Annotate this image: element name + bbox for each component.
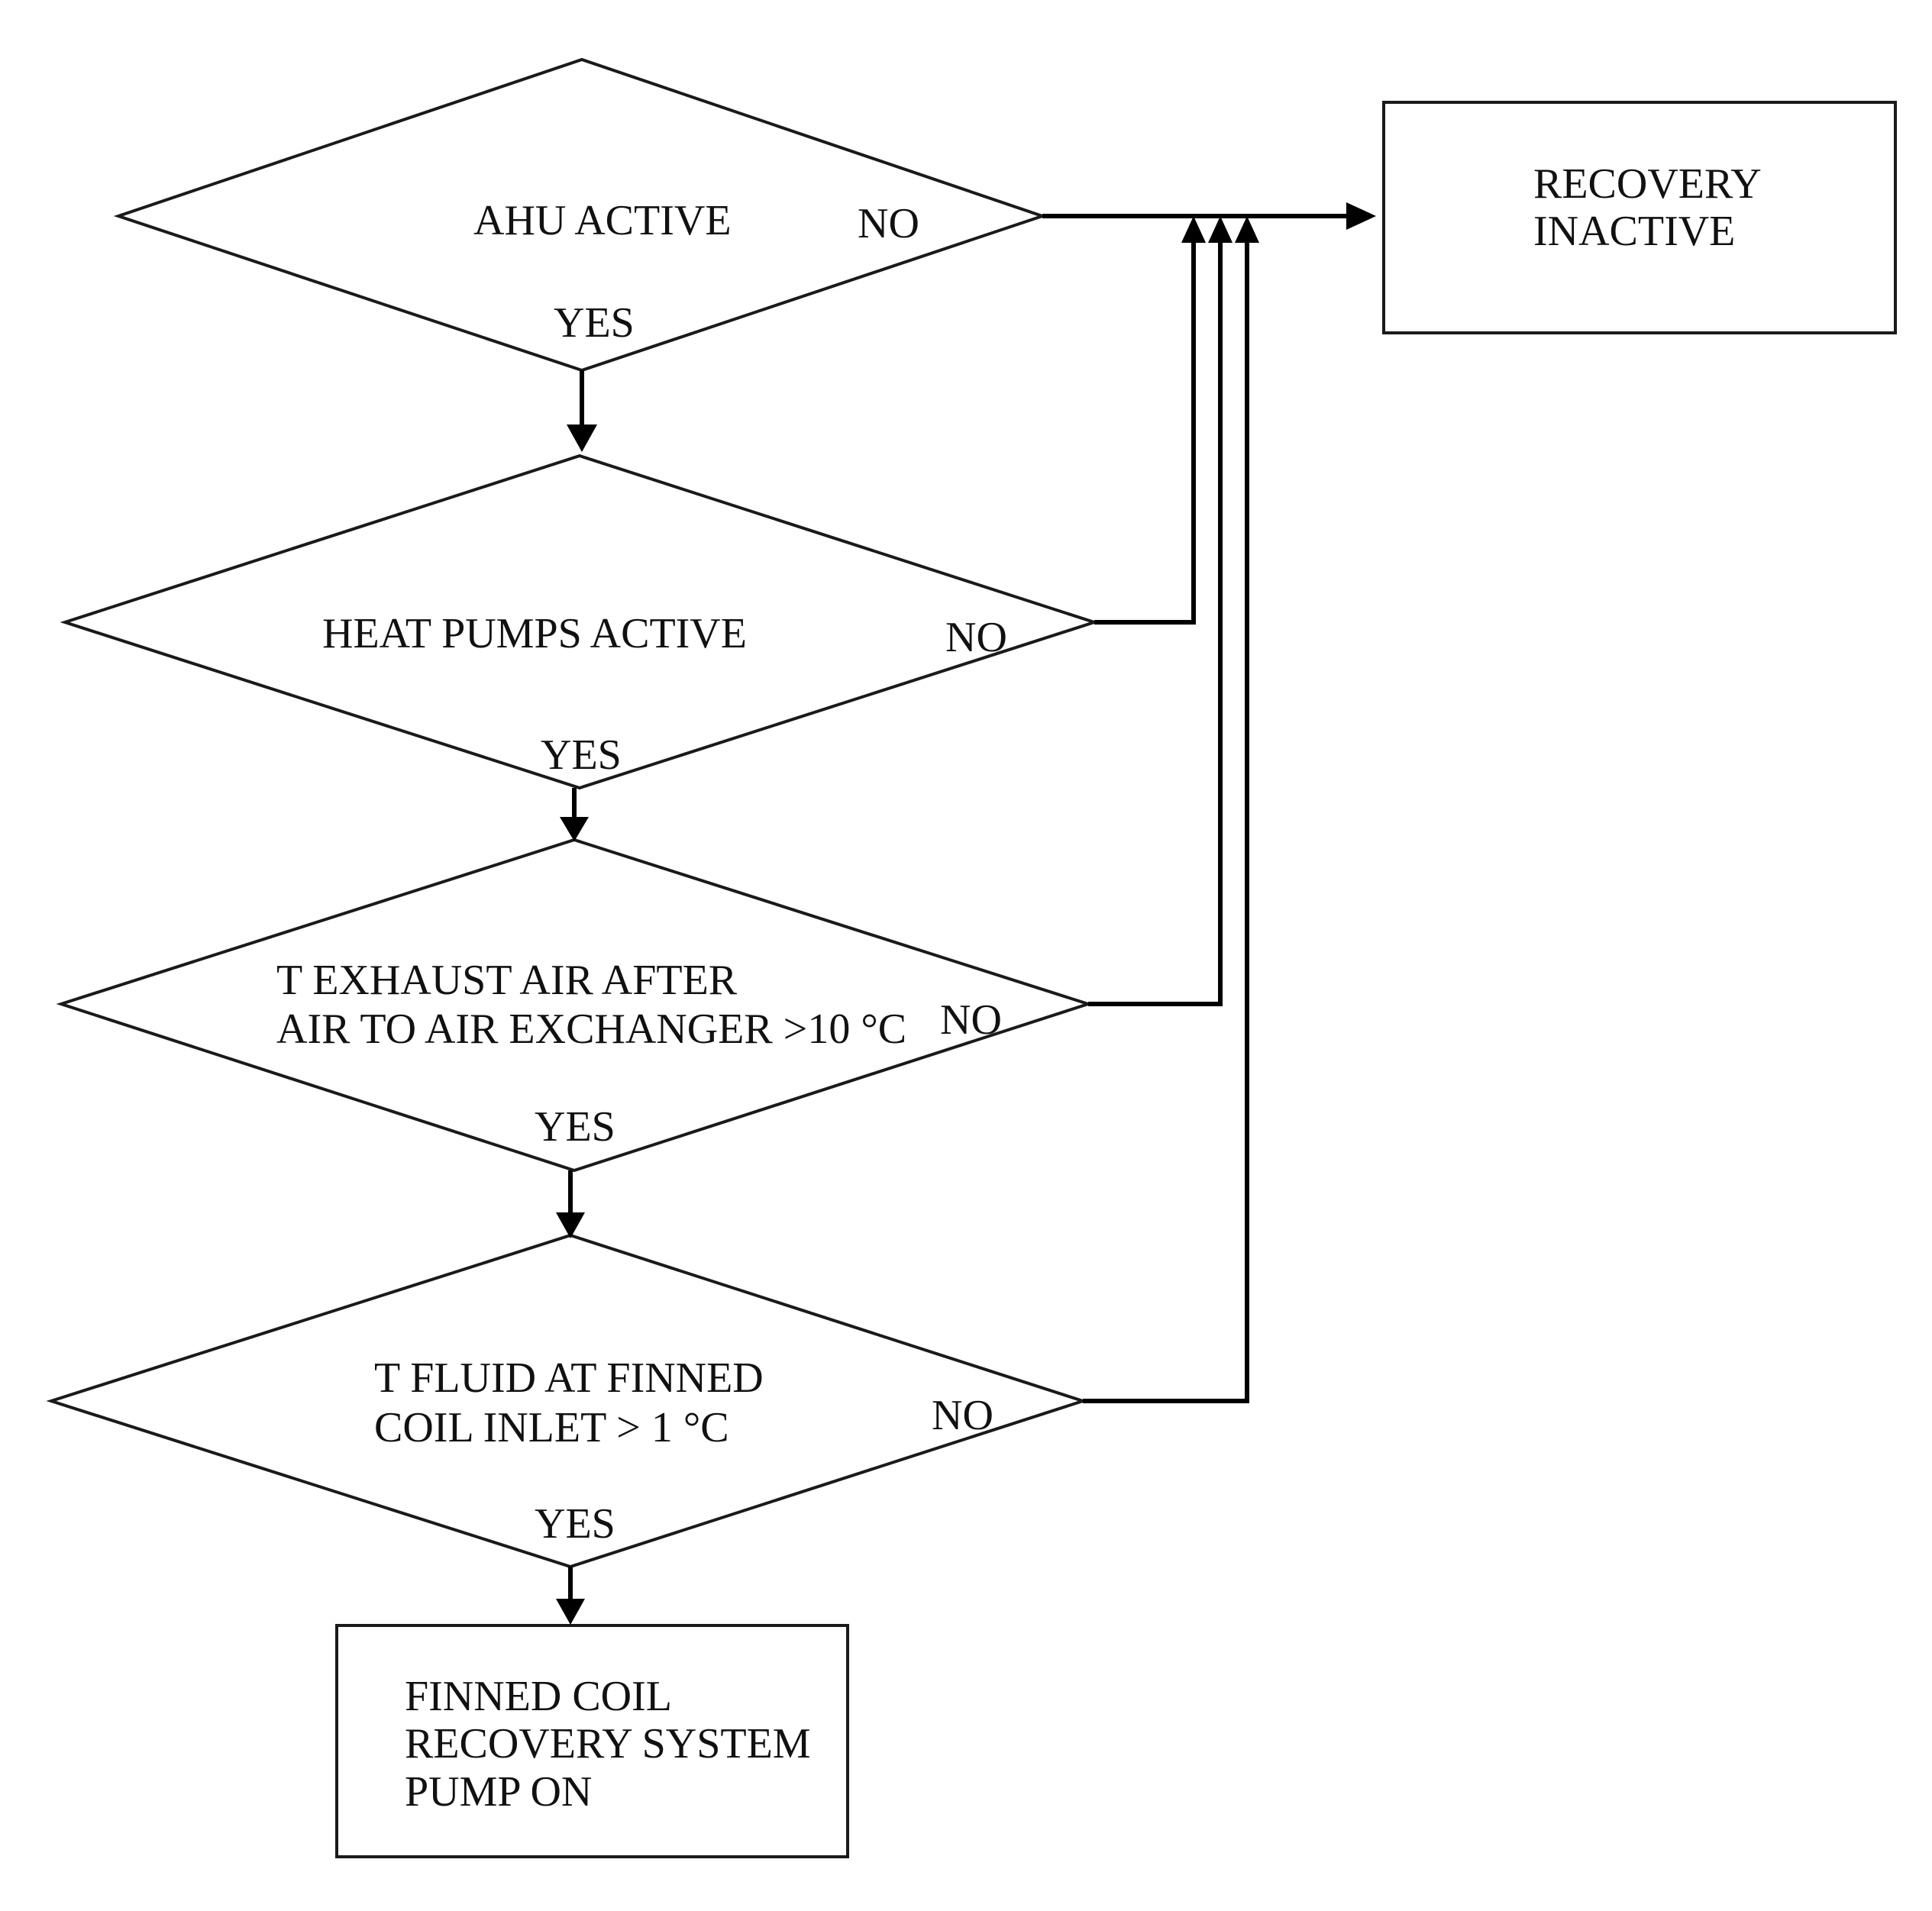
connector-t-fluid-to-pump-on-arrowhead bbox=[556, 1599, 585, 1625]
connector-heat-pumps-to-t-exhaust bbox=[560, 788, 589, 841]
process-pump-on-label-line3: PUMP ON bbox=[405, 1768, 592, 1816]
decision-ahu-active-yes-label: YES bbox=[554, 299, 635, 347]
connector-ahu-to-heat-pumps bbox=[567, 370, 597, 452]
process-pump-on-box bbox=[335, 1624, 849, 1858]
connector-t-fluid-no-line bbox=[1083, 240, 1249, 1403]
process-recovery-inactive: RECOVERY INACTIVE bbox=[1382, 101, 1897, 334]
decision-t-exhaust-air-label-line1: T EXHAUST AIR AFTER bbox=[276, 957, 738, 1004]
decision-t-fluid-label-line2: COIL INLET > 1 °C bbox=[374, 1404, 729, 1451]
process-recovery-inactive-box bbox=[1382, 101, 1897, 334]
connector-t-fluid-no bbox=[1083, 216, 1259, 1403]
decision-t-fluid-yes-label: YES bbox=[535, 1500, 615, 1548]
decision-t-fluid: T FLUID AT FINNED COIL INLET > 1 °C NO Y… bbox=[46, 1233, 1088, 1569]
connector-t-exhaust-no bbox=[1088, 216, 1233, 1006]
process-recovery-inactive-label-line2: INACTIVE bbox=[1533, 208, 1735, 255]
connector-heat-pumps-no bbox=[1094, 216, 1206, 625]
decision-heat-pumps-active: HEAT PUMPS ACTIVE NO YES bbox=[60, 454, 1100, 790]
decision-ahu-active-label: AHU ACTIVE bbox=[473, 197, 732, 244]
connector-ahu-to-heat-pumps-arrowhead bbox=[567, 424, 597, 452]
connector-t-exhaust-no-line bbox=[1088, 240, 1223, 1006]
decision-ahu-active-no-label: NO bbox=[858, 200, 919, 247]
process-pump-on-label-line2: RECOVERY SYSTEM bbox=[405, 1720, 811, 1767]
connector-heat-pumps-no-line bbox=[1094, 240, 1196, 625]
connector-t-exhaust-to-t-fluid bbox=[556, 1170, 585, 1238]
decision-t-exhaust-air-no-label: NO bbox=[940, 996, 1002, 1044]
connector-ahu-no-to-recovery-inactive bbox=[1042, 202, 1376, 230]
decision-t-exhaust-air: T EXHAUST AIR AFTER AIR TO AIR EXCHANGER… bbox=[56, 838, 1094, 1173]
decision-t-exhaust-air-yes-label: YES bbox=[535, 1103, 615, 1151]
connector-t-fluid-to-pump-on bbox=[556, 1567, 585, 1625]
decision-heat-pumps-active-no-label: NO bbox=[945, 614, 1007, 661]
connector-t-fluid-no-arrowhead bbox=[1235, 216, 1259, 243]
connector-ahu-no-arrowhead bbox=[1346, 202, 1376, 230]
process-recovery-inactive-label-line1: RECOVERY bbox=[1533, 160, 1762, 208]
connector-heat-pumps-no-arrowhead bbox=[1181, 216, 1206, 243]
connector-t-exhaust-no-arrowhead bbox=[1208, 216, 1233, 243]
connector-t-exhaust-to-t-fluid-arrowhead bbox=[556, 1212, 585, 1238]
decision-t-exhaust-air-label-line2: AIR TO AIR EXCHANGER >10 °C bbox=[276, 1006, 906, 1053]
decision-ahu-active: AHU ACTIVE NO YES bbox=[113, 57, 1048, 373]
process-pump-on-label-line1: FINNED COIL bbox=[405, 1673, 672, 1720]
decision-heat-pumps-active-yes-label: YES bbox=[541, 731, 622, 779]
connector-heat-pumps-to-t-exhaust-arrowhead bbox=[560, 817, 589, 841]
process-pump-on: FINNED COIL RECOVERY SYSTEM PUMP ON bbox=[335, 1624, 849, 1858]
decision-t-fluid-no-label: NO bbox=[932, 1392, 993, 1439]
decision-t-fluid-label-line1: T FLUID AT FINNED bbox=[374, 1354, 764, 1402]
decision-heat-pumps-active-label: HEAT PUMPS ACTIVE bbox=[322, 610, 747, 657]
